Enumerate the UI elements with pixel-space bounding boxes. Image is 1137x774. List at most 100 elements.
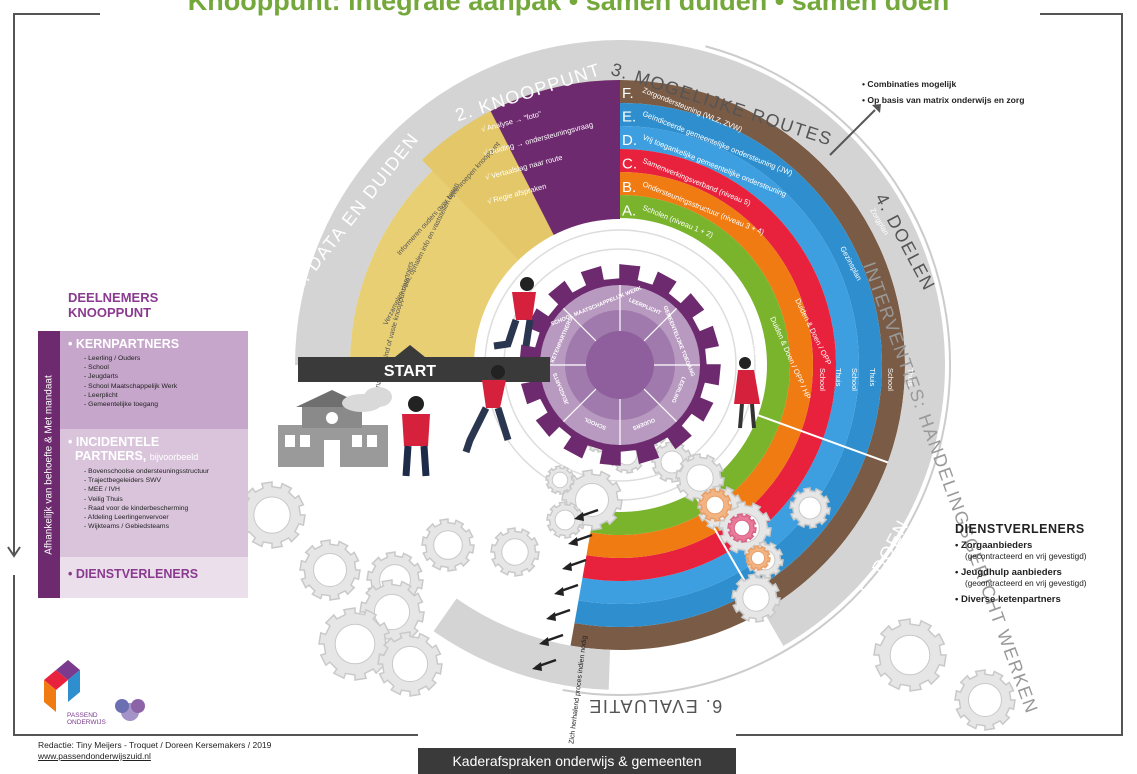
gear-icon bbox=[490, 527, 540, 577]
gear-icon-hub bbox=[433, 530, 463, 560]
gear-icon-hub bbox=[968, 683, 1002, 717]
gear-icon-hub bbox=[733, 519, 751, 537]
gear-icon bbox=[545, 465, 575, 495]
incidentele-item: Trajectbegeleiders SWV bbox=[84, 476, 242, 485]
credit-line: Redactie: Tiny Meijers - Troquet / Doree… bbox=[38, 740, 272, 750]
gear-icon bbox=[238, 481, 306, 549]
logo-word-1: PASSEND bbox=[67, 712, 98, 719]
person-woman-icon bbox=[734, 357, 760, 429]
person-climbing-icon bbox=[493, 277, 536, 350]
feedback-arrow-icon bbox=[532, 658, 557, 671]
arrow-head bbox=[574, 512, 584, 521]
gear-icon bbox=[731, 573, 781, 623]
deelnemers-title-line1: DEELNEMERS bbox=[68, 290, 159, 305]
doen-label: School bbox=[886, 368, 895, 391]
routes-note: Combinaties mogelijk bbox=[862, 76, 1025, 92]
gear-center bbox=[586, 331, 654, 399]
gear-icon-hub bbox=[334, 623, 376, 665]
gear-icon bbox=[421, 518, 475, 572]
gear-icon-hub bbox=[742, 584, 770, 612]
arrow-head bbox=[554, 587, 564, 596]
gear-icon bbox=[745, 545, 771, 571]
feedback-arrow-icon bbox=[554, 583, 579, 596]
dienstverleners-box-heading: DIENSTVERLENERS bbox=[955, 522, 1085, 536]
panel-side-bar: Afhankelijk van behoefte & Met mandaat bbox=[38, 331, 60, 598]
gear-icon-hub bbox=[705, 495, 725, 515]
gear-icon bbox=[377, 631, 443, 697]
arrow-head bbox=[568, 537, 578, 546]
school-building-icon bbox=[278, 390, 388, 467]
dienstverlener-item: Jeugdhulp aanbieders(gecontracteerd en v… bbox=[955, 567, 1135, 589]
page-title: Knooppunt: integrale aanpak • samen duid… bbox=[187, 0, 950, 16]
route-letter-label: F. bbox=[622, 85, 634, 102]
incidentele-heading: • INCIDENTELE PARTNERS, bijvoorbeeld bbox=[68, 435, 199, 463]
gear-icon bbox=[546, 501, 584, 539]
route-letter-label: B. bbox=[622, 179, 636, 196]
gear-icon-hub bbox=[660, 450, 684, 474]
kernpartner-item: Gemeentelijke toegang bbox=[84, 400, 242, 409]
gear-icon-hub bbox=[551, 471, 569, 489]
gear-spoke bbox=[643, 388, 677, 422]
gear-icon bbox=[873, 618, 947, 692]
arrow-head bbox=[532, 662, 542, 671]
gear-spoke bbox=[643, 308, 677, 342]
incidentele-item: Veilig Thuis bbox=[84, 495, 242, 504]
kernpartner-item: School bbox=[84, 363, 242, 372]
route-letter-label: A. bbox=[622, 203, 636, 220]
gear-icon bbox=[698, 488, 732, 522]
footer-bar: Kaderafspraken onderwijs & gemeenten bbox=[418, 748, 736, 774]
outer-frame bbox=[13, 13, 1123, 736]
route-letter-label: D. bbox=[622, 132, 637, 149]
doen-label: School bbox=[818, 368, 827, 391]
dienstverleners-section: • DIENSTVERLENERS bbox=[60, 557, 248, 598]
logo-word-2: ONDERWIJS bbox=[67, 719, 106, 726]
routes-note: Op basis van matrix onderwijs en zorg bbox=[862, 92, 1024, 108]
gear-icon-hub bbox=[373, 593, 411, 631]
credit-link[interactable]: www.passendonderwijszuid.nl bbox=[38, 751, 151, 761]
dienstverleners-box: DIENSTVERLENERS Zorgaanbieders(gecontrac… bbox=[955, 522, 1135, 610]
feedback-arrow-icon bbox=[568, 533, 593, 546]
arrow-head bbox=[539, 637, 549, 646]
doen-label: Thuis bbox=[868, 368, 877, 387]
feedback-arrow-icon bbox=[574, 508, 599, 521]
gear-spoke bbox=[563, 308, 597, 342]
incidentele-item: MEE / IVH bbox=[84, 485, 242, 494]
gear-icon bbox=[299, 539, 361, 601]
route-letter-label: E. bbox=[622, 109, 636, 126]
gear-icon-hub bbox=[554, 509, 576, 531]
side-label: Afhankelijk van behoefte & Met mandaat bbox=[43, 374, 55, 555]
doen-label: Thuis bbox=[834, 368, 843, 387]
arrow-head bbox=[546, 612, 556, 621]
route-letter-label: C. bbox=[622, 156, 637, 173]
deelnemers-title: DEELNEMERS KNOOPPUNT bbox=[68, 290, 218, 320]
credit: Redactie: Tiny Meijers - Troquet / Doree… bbox=[38, 740, 271, 762]
knooppunt-sector bbox=[490, 80, 620, 267]
feedback-arrow-icon bbox=[546, 608, 571, 621]
gear-spoke bbox=[563, 388, 597, 422]
student-icon bbox=[402, 396, 430, 477]
incidentele-item: Raad voor de kinderbescherming bbox=[84, 504, 242, 513]
arrow-head bbox=[562, 562, 572, 571]
routes-notes: Combinaties mogelijk Op basis van matrix… bbox=[862, 76, 1025, 108]
passend-onderwijs-logo bbox=[44, 660, 145, 721]
logo-wordmark: PASSEND ONDERWIJS bbox=[67, 712, 106, 726]
divider-line bbox=[756, 413, 889, 464]
data-band bbox=[295, 40, 620, 365]
gear-icon-hub bbox=[253, 496, 291, 534]
gear-icon-hub bbox=[889, 634, 931, 676]
gear-icon bbox=[727, 513, 757, 543]
start-label: START bbox=[384, 363, 436, 380]
evaluatie-band bbox=[433, 598, 611, 690]
kernpartner-item: Leerling / Ouders bbox=[84, 354, 242, 363]
kernpartner-item: Leerplicht bbox=[84, 391, 242, 400]
feedback-arrow-icon bbox=[562, 558, 587, 571]
gear-icon bbox=[318, 607, 392, 681]
gear-icon-hub bbox=[391, 645, 429, 683]
doen-label: Thuis bbox=[906, 368, 915, 387]
feedback-arrow-icon bbox=[539, 633, 564, 646]
gear-icon bbox=[789, 487, 831, 529]
feedback-arrows bbox=[532, 508, 599, 671]
incidentele-section: • INCIDENTELE PARTNERS, bijvoorbeeld Bov… bbox=[60, 429, 248, 557]
